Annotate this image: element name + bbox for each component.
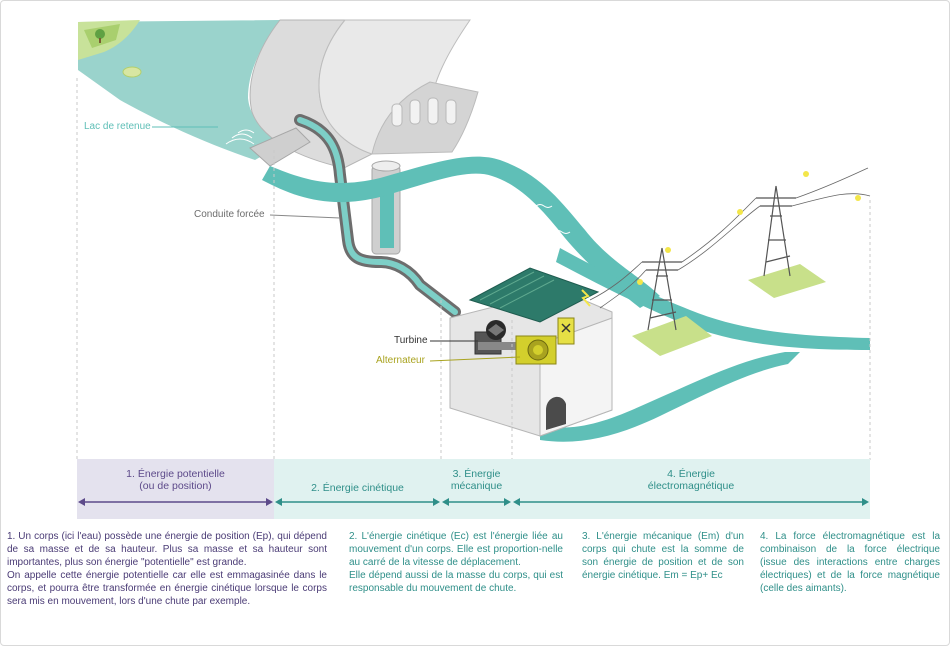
spark-icon [637, 279, 643, 285]
description-paragraph: 1. Un corps (ici l'eau) possède une éner… [7, 531, 327, 568]
turbine-unit [474, 320, 518, 355]
description-potential: 1. Un corps (ici l'eau) possède une éner… [7, 530, 327, 608]
phase-arrow [78, 498, 273, 506]
description-paragraph: 2. L'énergie cinétique (Ec) est l'énergi… [349, 531, 563, 568]
hydro-plant-illustration [76, 19, 871, 460]
river-tailrace [540, 352, 800, 442]
phase-band-kinetic: 2. Énergie cinétique [274, 459, 441, 519]
outlet-arch [546, 396, 566, 430]
phase-subtitle: mécanique [450, 480, 503, 492]
description-paragraph: 4. La force électromagnétique est la com… [760, 531, 940, 594]
description-paragraph: On appelle cette énergie potentielle car… [7, 570, 327, 607]
spark-icon [855, 195, 861, 201]
spark-icon [581, 289, 591, 307]
description-mechanical: 3. L'énergie mécanique (Em) d'un corps q… [582, 530, 744, 582]
description-kinetic: 2. L'énergie cinétique (Ec) est l'énergi… [349, 530, 563, 595]
river-upper [262, 156, 660, 308]
island [122, 66, 142, 78]
spark-icon [665, 247, 671, 253]
spark-icon [803, 171, 809, 177]
phase-band-potential: 1. Énergie potentielle (ou de position) [77, 459, 274, 519]
phase-arrow [513, 498, 869, 506]
alternator-unit [515, 317, 575, 365]
phase-band-mechanical: 3. Énergie mécanique [441, 459, 512, 519]
ripple-lines [225, 129, 255, 145]
river-right [556, 248, 870, 350]
phase-arrow [442, 498, 511, 506]
spark-icon [737, 209, 743, 215]
pylon-left [632, 247, 712, 356]
description-electromagnetic: 4. La force électromagnétique est la com… [760, 530, 940, 595]
power-house-roof [468, 267, 600, 323]
phase-band-electromagnetic: 4. Énergie électromagnétique [512, 459, 870, 519]
pylon-right [748, 185, 826, 298]
turbine-label: Turbine [394, 335, 428, 346]
phase-title: 4. Énergie [667, 468, 715, 480]
phase-title: 1. Énergie potentielle [126, 468, 225, 480]
phase-arrow [275, 498, 440, 506]
phase-title: 2. Énergie cinétique [311, 482, 404, 494]
lake-label: Lac de retenue [84, 121, 151, 132]
description-paragraph: 3. L'énergie mécanique (Em) d'un corps q… [582, 531, 744, 581]
reservoir-lake [78, 20, 290, 160]
dam-intake [249, 127, 311, 167]
penstock-label: Conduite forcée [194, 209, 265, 220]
penstock-leader [269, 214, 341, 219]
phase-subtitle: (ou de position) [139, 480, 212, 492]
alternator-label: Alternateur [376, 355, 425, 366]
dam-crest [318, 19, 471, 155]
tree-icon [95, 29, 105, 39]
phase-title: 3. Énergie [452, 468, 501, 480]
description-paragraph: Elle dépend aussi de la masse du corps, … [349, 570, 563, 594]
phase-subtitle: électromagnétique [647, 480, 735, 492]
power-lines [589, 167, 871, 309]
alternator-leader [429, 356, 521, 362]
